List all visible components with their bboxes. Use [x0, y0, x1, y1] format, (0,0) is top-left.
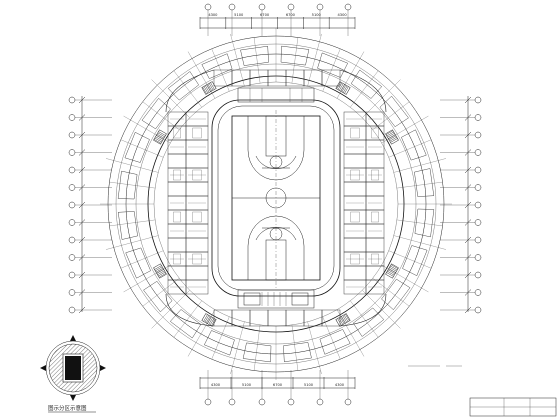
- stair-block: [335, 313, 351, 327]
- top-axis-bubbles: [204, 3, 352, 36]
- top-dimension-label: 6700: [286, 13, 296, 17]
- stair-block: [153, 263, 167, 279]
- stair-block: [201, 313, 217, 327]
- bottom-dimension-label: 4300: [335, 383, 345, 387]
- left-axis-grid: [68, 96, 112, 314]
- bottom-axis-bubbles: [204, 370, 352, 406]
- top-dimension-label: 4300: [338, 13, 348, 17]
- radial-grid-lines: [100, 28, 452, 380]
- inner-room-ring: [165, 69, 387, 327]
- key-plan-caption: 图示分区示意图: [48, 404, 87, 412]
- bottom-dimension-label: 4300: [211, 383, 221, 387]
- stair-block: [201, 81, 217, 95]
- bottom-dimension-label: 5100: [304, 383, 314, 387]
- stair-block: [385, 263, 399, 279]
- outer-bays: [117, 45, 435, 363]
- bottom-dimension-label: 6700: [273, 383, 283, 387]
- top-dimension-label: 5100: [234, 13, 244, 17]
- top-dimension-label: 4300: [208, 13, 218, 17]
- top-dimension-label: 6700: [260, 13, 270, 17]
- right-axis-grid: [440, 96, 482, 314]
- stair-block: [385, 129, 399, 145]
- stair-blocks: [153, 81, 399, 327]
- bottom-dimension-chain: 4300 5100 6700 5100 4300: [199, 377, 356, 389]
- court-top-key: [247, 115, 305, 181]
- lower-entrance: [237, 289, 315, 309]
- title-block: [469, 397, 557, 417]
- basketball-court: [231, 110, 321, 290]
- top-dimension-label: 5100: [312, 13, 322, 17]
- court-bottom-key: [247, 215, 305, 281]
- bottom-dimension-label: 5100: [242, 383, 252, 387]
- upper-entrance: [237, 87, 315, 103]
- stair-block: [153, 129, 167, 145]
- key-plan: 图示分区示意图: [40, 335, 106, 413]
- top-dimension-chain: 4300 5100 6700 6700 5100 4300: [199, 13, 356, 29]
